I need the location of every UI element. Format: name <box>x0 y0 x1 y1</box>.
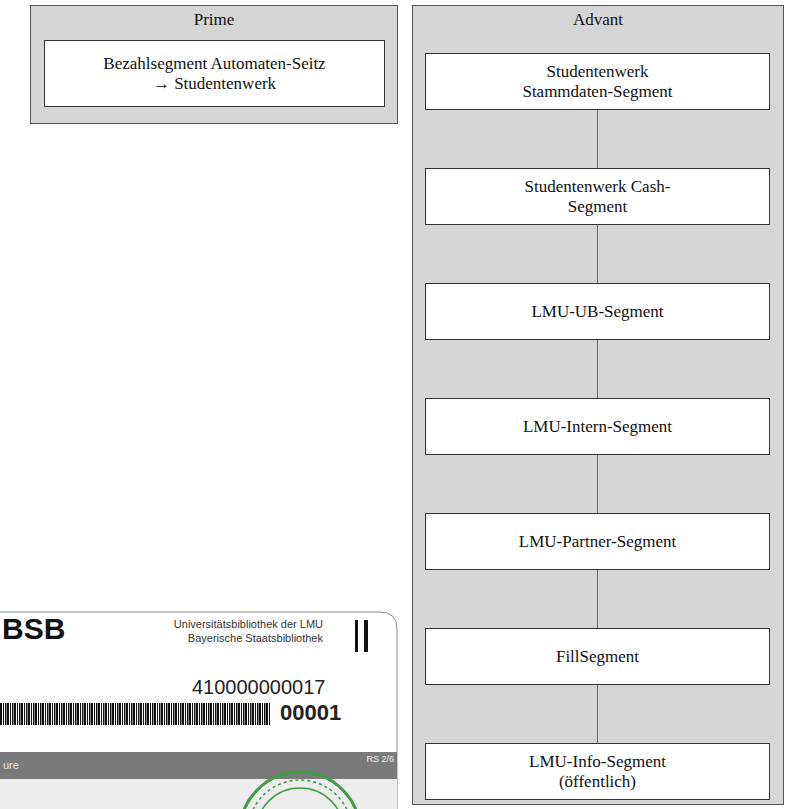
segment-label: LMU-Partner-Segment <box>519 532 676 552</box>
segment-box: LMU-Intern-Segment <box>425 398 770 455</box>
connector-line <box>597 340 598 398</box>
segment-label: Studentenwerk Cash-Segment <box>508 177 688 216</box>
connector-line <box>597 685 598 743</box>
box-text-holder: FillSegment <box>556 647 639 667</box>
segment-label: Studentenwerk Stammdaten-Segment <box>508 62 688 101</box>
group-panel: PrimeBezahlsegment Automaten-Seitz → Stu… <box>30 5 398 124</box>
segment-label: LMU-UB-Segment <box>531 302 663 322</box>
segment-box: LMU-UB-Segment <box>425 283 770 340</box>
segment-box: Bezahlsegment Automaten-Seitz → Studente… <box>44 40 385 107</box>
card-text: RS 2/6 <box>366 754 394 764</box>
card-text: 00001 <box>280 700 341 726</box>
card-text: BSB <box>2 612 65 646</box>
box-text-holder: Bezahlsegment Automaten-Seitz → Studente… <box>95 54 335 93</box>
segment-box: Studentenwerk Cash-Segment <box>425 168 770 225</box>
box-text-holder: LMU-Partner-Segment <box>519 532 676 552</box>
group-panel: AdvantStudentenwerk Stammdaten-SegmentSt… <box>412 5 784 805</box>
segment-label: Bezahlsegment Automaten-Seitz → Studente… <box>95 54 335 93</box>
box-text-holder: Studentenwerk Stammdaten-Segment <box>508 62 688 101</box>
segment-box: LMU-Info-Segment (öffentlich) <box>425 743 770 800</box>
box-text-holder: LMU-UB-Segment <box>531 302 663 322</box>
segment-box: FillSegment <box>425 628 770 685</box>
panel-heading-row: Prime <box>31 10 397 30</box>
segment-label: FillSegment <box>556 647 639 667</box>
card-text: Bayerische Staatsbibliothek <box>188 632 323 644</box>
card-text: 410000000017 <box>192 676 325 699</box>
segment-label: LMU-Info-Segment (öffentlich) <box>508 752 688 791</box>
card-text: ure <box>3 759 19 771</box>
card-text: Universitätsbibliothek der LMU <box>174 618 323 630</box>
box-text-holder: Studentenwerk Cash-Segment <box>508 177 688 216</box>
connector-line <box>597 225 598 283</box>
segment-box: Studentenwerk Stammdaten-Segment <box>425 53 770 110</box>
panel-heading-row: Advant <box>413 10 783 30</box>
segment-box: LMU-Partner-Segment <box>425 513 770 570</box>
connector-line <box>597 110 598 168</box>
connector-line <box>597 455 598 513</box>
connector-line <box>597 570 598 628</box>
box-text-holder: LMU-Info-Segment (öffentlich) <box>508 752 688 791</box>
panel-heading: Advant <box>573 10 623 29</box>
segment-label: LMU-Intern-Segment <box>523 417 672 437</box>
panel-heading: Prime <box>194 10 235 29</box>
box-text-holder: LMU-Intern-Segment <box>523 417 672 437</box>
